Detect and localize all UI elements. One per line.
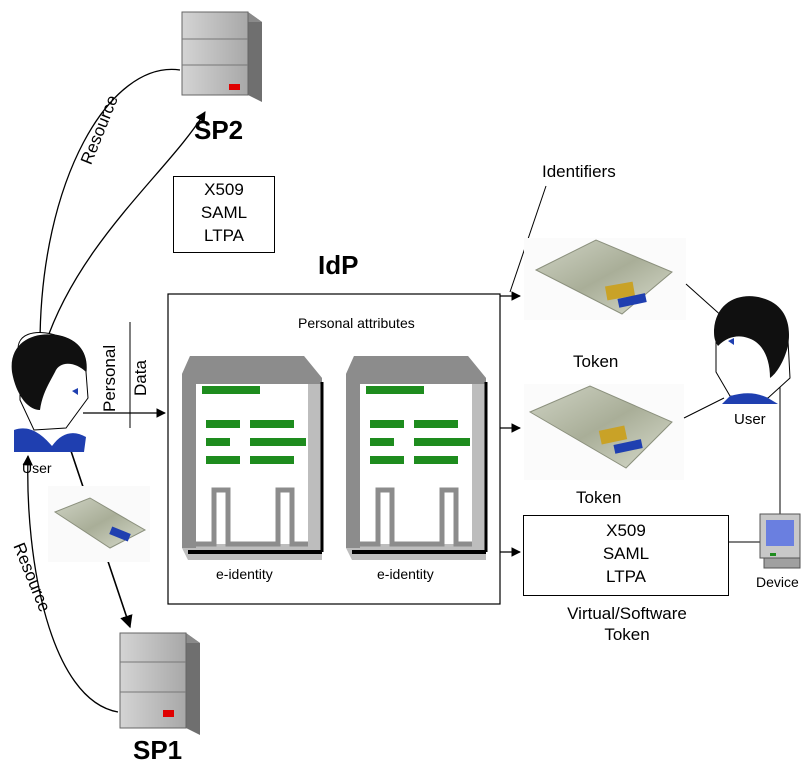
sp1-label: SP1 [133, 735, 183, 765]
protocols-box-top: X509 SAML LTPA [173, 176, 275, 253]
token2-label: Token [576, 488, 622, 507]
protocol-item: SAML [200, 203, 248, 222]
eid-left-label: e-identity [216, 566, 273, 582]
protocol-item: SAML [602, 544, 650, 563]
device-label: Device [756, 574, 799, 590]
protocol-item: X509 [204, 180, 244, 199]
eid-right-label: e-identity [377, 566, 434, 582]
eid-card-right-icon [346, 356, 488, 560]
left-card-image [48, 486, 150, 562]
device-computer-icon [759, 513, 801, 569]
virtual-token-line: Token [604, 625, 650, 644]
idp-title: IdP [318, 250, 359, 280]
personal-label: Personal [100, 344, 119, 412]
sp2-server-icon [181, 11, 262, 102]
personal-attributes-label: Personal attributes [298, 315, 415, 331]
token2-card-image [524, 384, 684, 480]
identifiers-label: Identifiers [542, 162, 616, 181]
protocol-item: LTPA [606, 567, 646, 586]
sp2-label: SP2 [194, 115, 244, 145]
protocols-box-right: X509 SAML LTPA [523, 515, 729, 596]
virtual-token-line: Virtual/Software [567, 604, 687, 623]
left-user-avatar [11, 332, 89, 452]
sp1-server-icon [119, 632, 200, 735]
resource-bottom-arrow [22, 454, 119, 713]
token1-card-image [524, 238, 686, 320]
left-user-label: User [22, 460, 52, 476]
protocol-item: X509 [606, 521, 646, 540]
resource-top-arrow [34, 68, 181, 347]
request-sp2-arrow [44, 111, 206, 346]
right-user-avatar [714, 296, 791, 404]
token1-label: Token [573, 352, 619, 371]
virtual-token-label: Virtual/Software Token [552, 603, 702, 645]
data-label: Data [131, 360, 150, 396]
eid-card-left-icon [182, 356, 324, 560]
protocol-item: LTPA [204, 226, 244, 245]
right-user-label: User [734, 411, 766, 428]
